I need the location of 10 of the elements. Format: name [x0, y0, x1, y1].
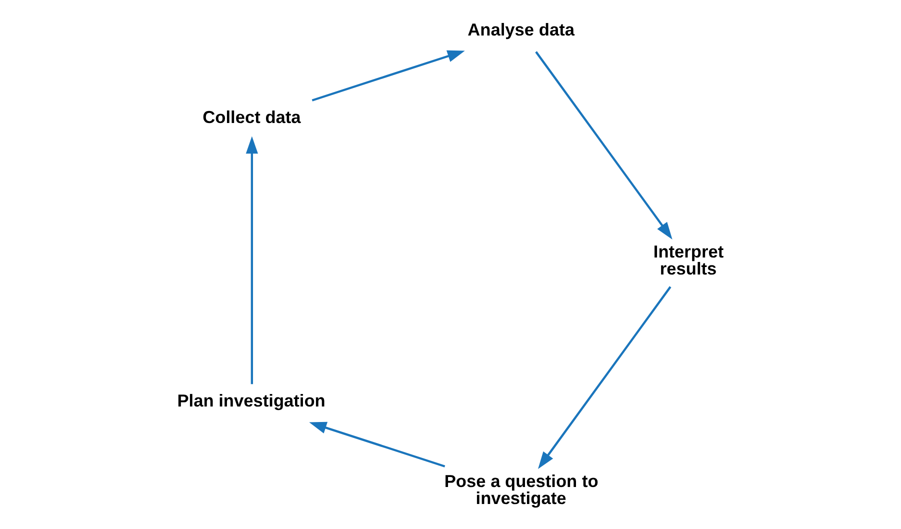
node-text: Plan investigation — [177, 390, 326, 411]
node-text: Pose a question to investigate — [444, 470, 598, 508]
arrow — [309, 422, 446, 468]
node-text: Analyse data — [468, 19, 574, 40]
arrow — [538, 286, 672, 470]
arrow — [535, 51, 672, 240]
node-text: Interpret results — [653, 241, 724, 279]
arrow — [312, 50, 465, 102]
arrow — [246, 136, 258, 384]
node-text: Collect data — [202, 106, 301, 127]
